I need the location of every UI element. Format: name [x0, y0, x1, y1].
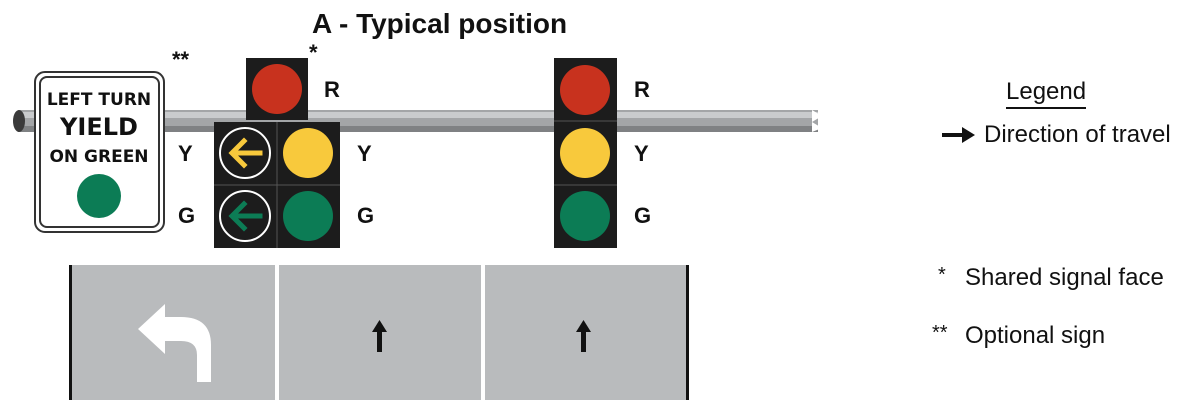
legend-direction-text: Direction of travel — [984, 121, 1171, 148]
label-right-g: G — [634, 203, 651, 228]
lane-line-1 — [275, 265, 279, 400]
optional-sign-marker: ** — [172, 47, 190, 72]
shared-signal-face — [214, 58, 340, 248]
diagram-title: A - Typical position — [312, 8, 568, 39]
shared-face-marker: * — [309, 40, 318, 65]
left-turn-yield-sign: LEFT TURN YIELD ON GREEN — [34, 71, 165, 233]
label-left-g-outer: G — [178, 203, 195, 228]
green-ball-icon — [283, 191, 333, 241]
through-green-ball-icon — [560, 191, 610, 241]
left-edge-line — [69, 265, 72, 400]
through-red-ball-icon — [560, 65, 610, 115]
pole-end-cap — [13, 110, 25, 132]
sign-line-1: LEFT TURN — [47, 90, 151, 110]
label-right-r: R — [634, 77, 650, 102]
through-signal-face — [554, 58, 617, 248]
sign-green-ball-icon — [77, 174, 121, 218]
red-ball-icon — [252, 64, 302, 114]
yellow-ball-icon — [283, 128, 333, 178]
legend-optional-text: Optional sign — [965, 322, 1106, 349]
right-edge-line — [686, 265, 689, 400]
through-yellow-ball-icon — [560, 128, 610, 178]
through-arrow-icon — [576, 320, 591, 352]
pole-break — [812, 110, 822, 132]
lane-line-2 — [481, 265, 485, 400]
label-right-y: Y — [634, 141, 649, 166]
through-arrow-icon — [372, 320, 387, 352]
label-left-g-inner: G — [357, 203, 374, 228]
direction-arrow-icon — [942, 127, 975, 143]
left-turn-pavement-arrow-icon — [138, 304, 211, 382]
label-left-r: R — [324, 77, 340, 102]
sign-line-2: YIELD — [59, 113, 138, 141]
sign-line-3: ON GREEN — [49, 147, 148, 167]
legend-shared-text: Shared signal face — [965, 264, 1164, 291]
green-left-arrow-icon — [219, 190, 271, 242]
label-left-y-inner: Y — [357, 141, 372, 166]
yellow-left-arrow-icon — [219, 127, 271, 179]
legend-optional-marker: ** — [932, 322, 948, 344]
legend-title: Legend — [1006, 78, 1087, 109]
label-left-y-outer: Y — [178, 141, 193, 166]
legend-shared-marker: * — [938, 264, 946, 286]
